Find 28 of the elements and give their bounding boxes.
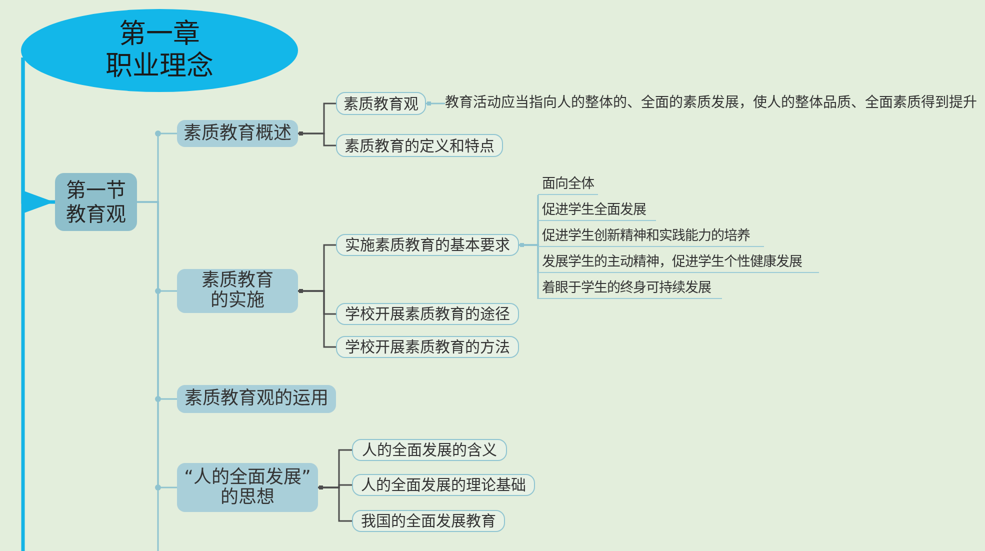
- subtopic-box: 我国的全面发展教育: [352, 510, 505, 532]
- chapter-title: 职业理念: [106, 50, 214, 82]
- point-label: 面向全体: [538, 175, 598, 195]
- point-label: 着眼于学生的终身可持续发展: [538, 279, 722, 299]
- section-box: [55, 173, 137, 231]
- subtopic-box: 素质教育的定义和特点: [336, 134, 503, 157]
- topic-box: 素质教育的实施: [177, 269, 298, 313]
- connector-line: [318, 486, 352, 522]
- section-title: 教育观: [66, 202, 126, 226]
- topic-box: 素质教育观的运用: [177, 385, 336, 413]
- connector-line: [426, 102, 445, 106]
- description-text: 教育活动应当指向人的整体的、全面的素质发展，使人的整体品质、全面素质得到提升: [445, 94, 977, 113]
- subtopic-box: 学校开展素质教育的方法: [336, 336, 519, 358]
- subtopic-box: 学校开展素质教育的途径: [336, 303, 519, 325]
- subtopic-box: 人的全面发展的含义: [352, 439, 507, 461]
- topic-box: 素质教育概述: [177, 120, 298, 147]
- section-number: 第一节: [66, 178, 126, 202]
- connector-line: [298, 132, 336, 146]
- connector-line: [21, 56, 25, 551]
- connector-line: [298, 289, 336, 348]
- point-label: 发展学生的主动精神，促进学生个性健康发展: [538, 253, 819, 273]
- subtopic-box: 实施素质教育的基本要求: [336, 234, 519, 256]
- chapter-number: 第一章: [119, 18, 200, 50]
- subtopic-box: 素质教育观: [336, 92, 426, 115]
- subtopic-box: 人的全面发展的理论基础: [352, 474, 535, 496]
- point-label: 促进学生创新精神和实践能力的培养: [538, 227, 764, 247]
- topic-box: “人的全面发展”的思想: [177, 463, 318, 512]
- point-label: 促进学生全面发展: [538, 201, 656, 221]
